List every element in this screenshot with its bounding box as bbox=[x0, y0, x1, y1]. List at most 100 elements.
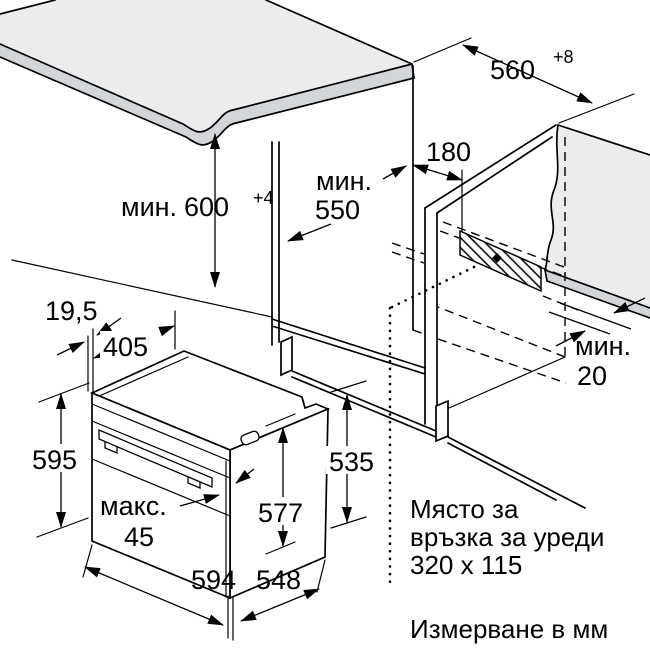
wall-top-edge bbox=[557, 124, 650, 156]
dim-rear-gap: мин. 20 bbox=[548, 297, 646, 391]
wall-surface bbox=[545, 125, 650, 308]
arrow-line bbox=[235, 468, 255, 484]
extension-line bbox=[413, 37, 472, 63]
oven bbox=[89, 350, 331, 600]
dim-label-body-height: 577 bbox=[258, 498, 303, 528]
dim-label-door-protrusion-prefix: макс. bbox=[100, 491, 167, 521]
dim-label-front-height: 595 bbox=[32, 445, 77, 475]
dim-label-niche-height: 600 bbox=[184, 192, 229, 222]
leader-line bbox=[382, 165, 407, 180]
countertop-back-edge bbox=[0, 0, 56, 15]
connection-area-marker-dot bbox=[492, 253, 502, 263]
wall-band-bottom bbox=[546, 280, 650, 319]
dim-label-niche-depth: 550 bbox=[315, 195, 360, 225]
dim-label-niche-height-prefix: мин. bbox=[121, 192, 177, 222]
plinth-edge-2 bbox=[291, 376, 437, 438]
oven-door-top-seam bbox=[91, 458, 231, 517]
arrow-line bbox=[56, 341, 85, 356]
dim-niche-height: мин. 600 +4 bbox=[121, 133, 274, 288]
countertop-right-cut-edge bbox=[265, 0, 413, 65]
hidden-base-edge-right bbox=[437, 338, 567, 384]
countertop-edge-band bbox=[0, 44, 414, 145]
extension-line bbox=[330, 516, 367, 529]
connection-area-hatch bbox=[459, 229, 542, 293]
extension-line bbox=[316, 559, 326, 593]
cabinet-niche bbox=[11, 65, 586, 509]
dim-label-rear-gap: 20 bbox=[577, 361, 607, 391]
leader-line bbox=[179, 494, 220, 507]
hidden-floor-back-edge-1 bbox=[442, 221, 565, 268]
countertop-tear-edge-top bbox=[232, 63, 413, 111]
hidden-base-edge-left bbox=[412, 329, 425, 335]
dim-label-body-depth: 548 bbox=[256, 565, 301, 595]
label-backing bbox=[29, 444, 89, 472]
arrow-line bbox=[613, 297, 646, 314]
gap-line bbox=[548, 311, 611, 335]
dimension-line bbox=[84, 566, 224, 626]
countertop-front-edge bbox=[0, 43, 184, 125]
hidden-floor-left-2 bbox=[391, 251, 425, 264]
rear-wall-panel bbox=[544, 124, 650, 319]
extension-line bbox=[330, 380, 367, 393]
dim-niche-depth: мин. 550 bbox=[287, 165, 407, 242]
label-backing bbox=[255, 497, 311, 525]
label-backing bbox=[100, 331, 160, 359]
extension-line bbox=[265, 413, 296, 427]
wall-bottom-edge bbox=[544, 269, 650, 309]
oven-grip-hole bbox=[240, 430, 260, 446]
dim-label-front-width: 594 bbox=[191, 565, 236, 595]
dimension-line bbox=[462, 44, 593, 104]
dim-body-depth: 548 bbox=[240, 559, 326, 622]
connection-area bbox=[388, 229, 542, 589]
dim-door-protrusion: макс. 45 bbox=[100, 468, 255, 552]
dim-label-front-overhang: 19,5 bbox=[45, 296, 98, 326]
dim-label-niche-depth-prefix: мин. bbox=[316, 166, 372, 196]
extension-line bbox=[82, 544, 93, 578]
niche-floor-front-edge-2 bbox=[271, 325, 426, 375]
note-connection-line1: Място за bbox=[410, 494, 519, 524]
hidden-bottom-back-edge bbox=[437, 306, 566, 358]
connection-projection-diagonal bbox=[388, 265, 476, 310]
base-edge-right-2 bbox=[447, 442, 557, 501]
wall-band-cap bbox=[544, 269, 548, 282]
oven-control-panel-top bbox=[91, 403, 231, 462]
oven-top-frame-line bbox=[96, 356, 189, 398]
niche-right-panel-bottom-edge bbox=[439, 356, 566, 413]
oven-control-panel-bottom bbox=[91, 420, 231, 479]
extension-line bbox=[558, 93, 635, 124]
extension-line bbox=[38, 382, 90, 403]
extension-line bbox=[36, 517, 89, 538]
dim-label-door-protrusion: 45 bbox=[124, 522, 154, 552]
dim-niche-width: 560 +8 bbox=[413, 37, 635, 124]
dim-label-niche-width: 560 bbox=[490, 55, 535, 85]
note-connection-line2: връзка за уреди bbox=[410, 522, 604, 552]
note-connection-line3: 320 x 115 bbox=[410, 550, 522, 580]
floor-extension-line bbox=[11, 259, 273, 318]
leader-line bbox=[287, 223, 332, 242]
dim-label-opening-height: 535 bbox=[329, 447, 374, 477]
dim-top-depth: 405 bbox=[93, 310, 176, 362]
countertop-surface bbox=[0, 0, 412, 132]
dim-opening-height: 535 bbox=[326, 380, 382, 529]
label-backing bbox=[326, 446, 382, 474]
niche-right-foot bbox=[435, 399, 449, 443]
dim-label-niche-height-tolerance: +4 bbox=[253, 188, 274, 208]
note-units: Измерване в мм bbox=[410, 614, 608, 644]
niche-floor-front-edge bbox=[271, 318, 426, 369]
dimension-line bbox=[240, 588, 320, 622]
dim-socket-offset: 180 bbox=[412, 137, 471, 232]
niche-right-panel-top-edge-1 bbox=[424, 124, 557, 209]
dim-label-niche-width-tolerance: +8 bbox=[553, 47, 574, 67]
base-edge-right-1 bbox=[447, 436, 586, 509]
countertop-band-bottom-right bbox=[235, 77, 415, 124]
dim-label-rear-gap-prefix: мин. bbox=[575, 331, 631, 361]
dim-front-width: 594 bbox=[82, 544, 236, 641]
countertop-band-bottom-left bbox=[0, 56, 187, 138]
plinth-edge-1 bbox=[291, 370, 437, 432]
gap-line bbox=[559, 302, 632, 330]
countertop-tear-wave bbox=[182, 109, 234, 133]
dim-label-top-depth: 405 bbox=[103, 332, 148, 362]
niche-right-panel-top-edge-2 bbox=[436, 136, 553, 214]
